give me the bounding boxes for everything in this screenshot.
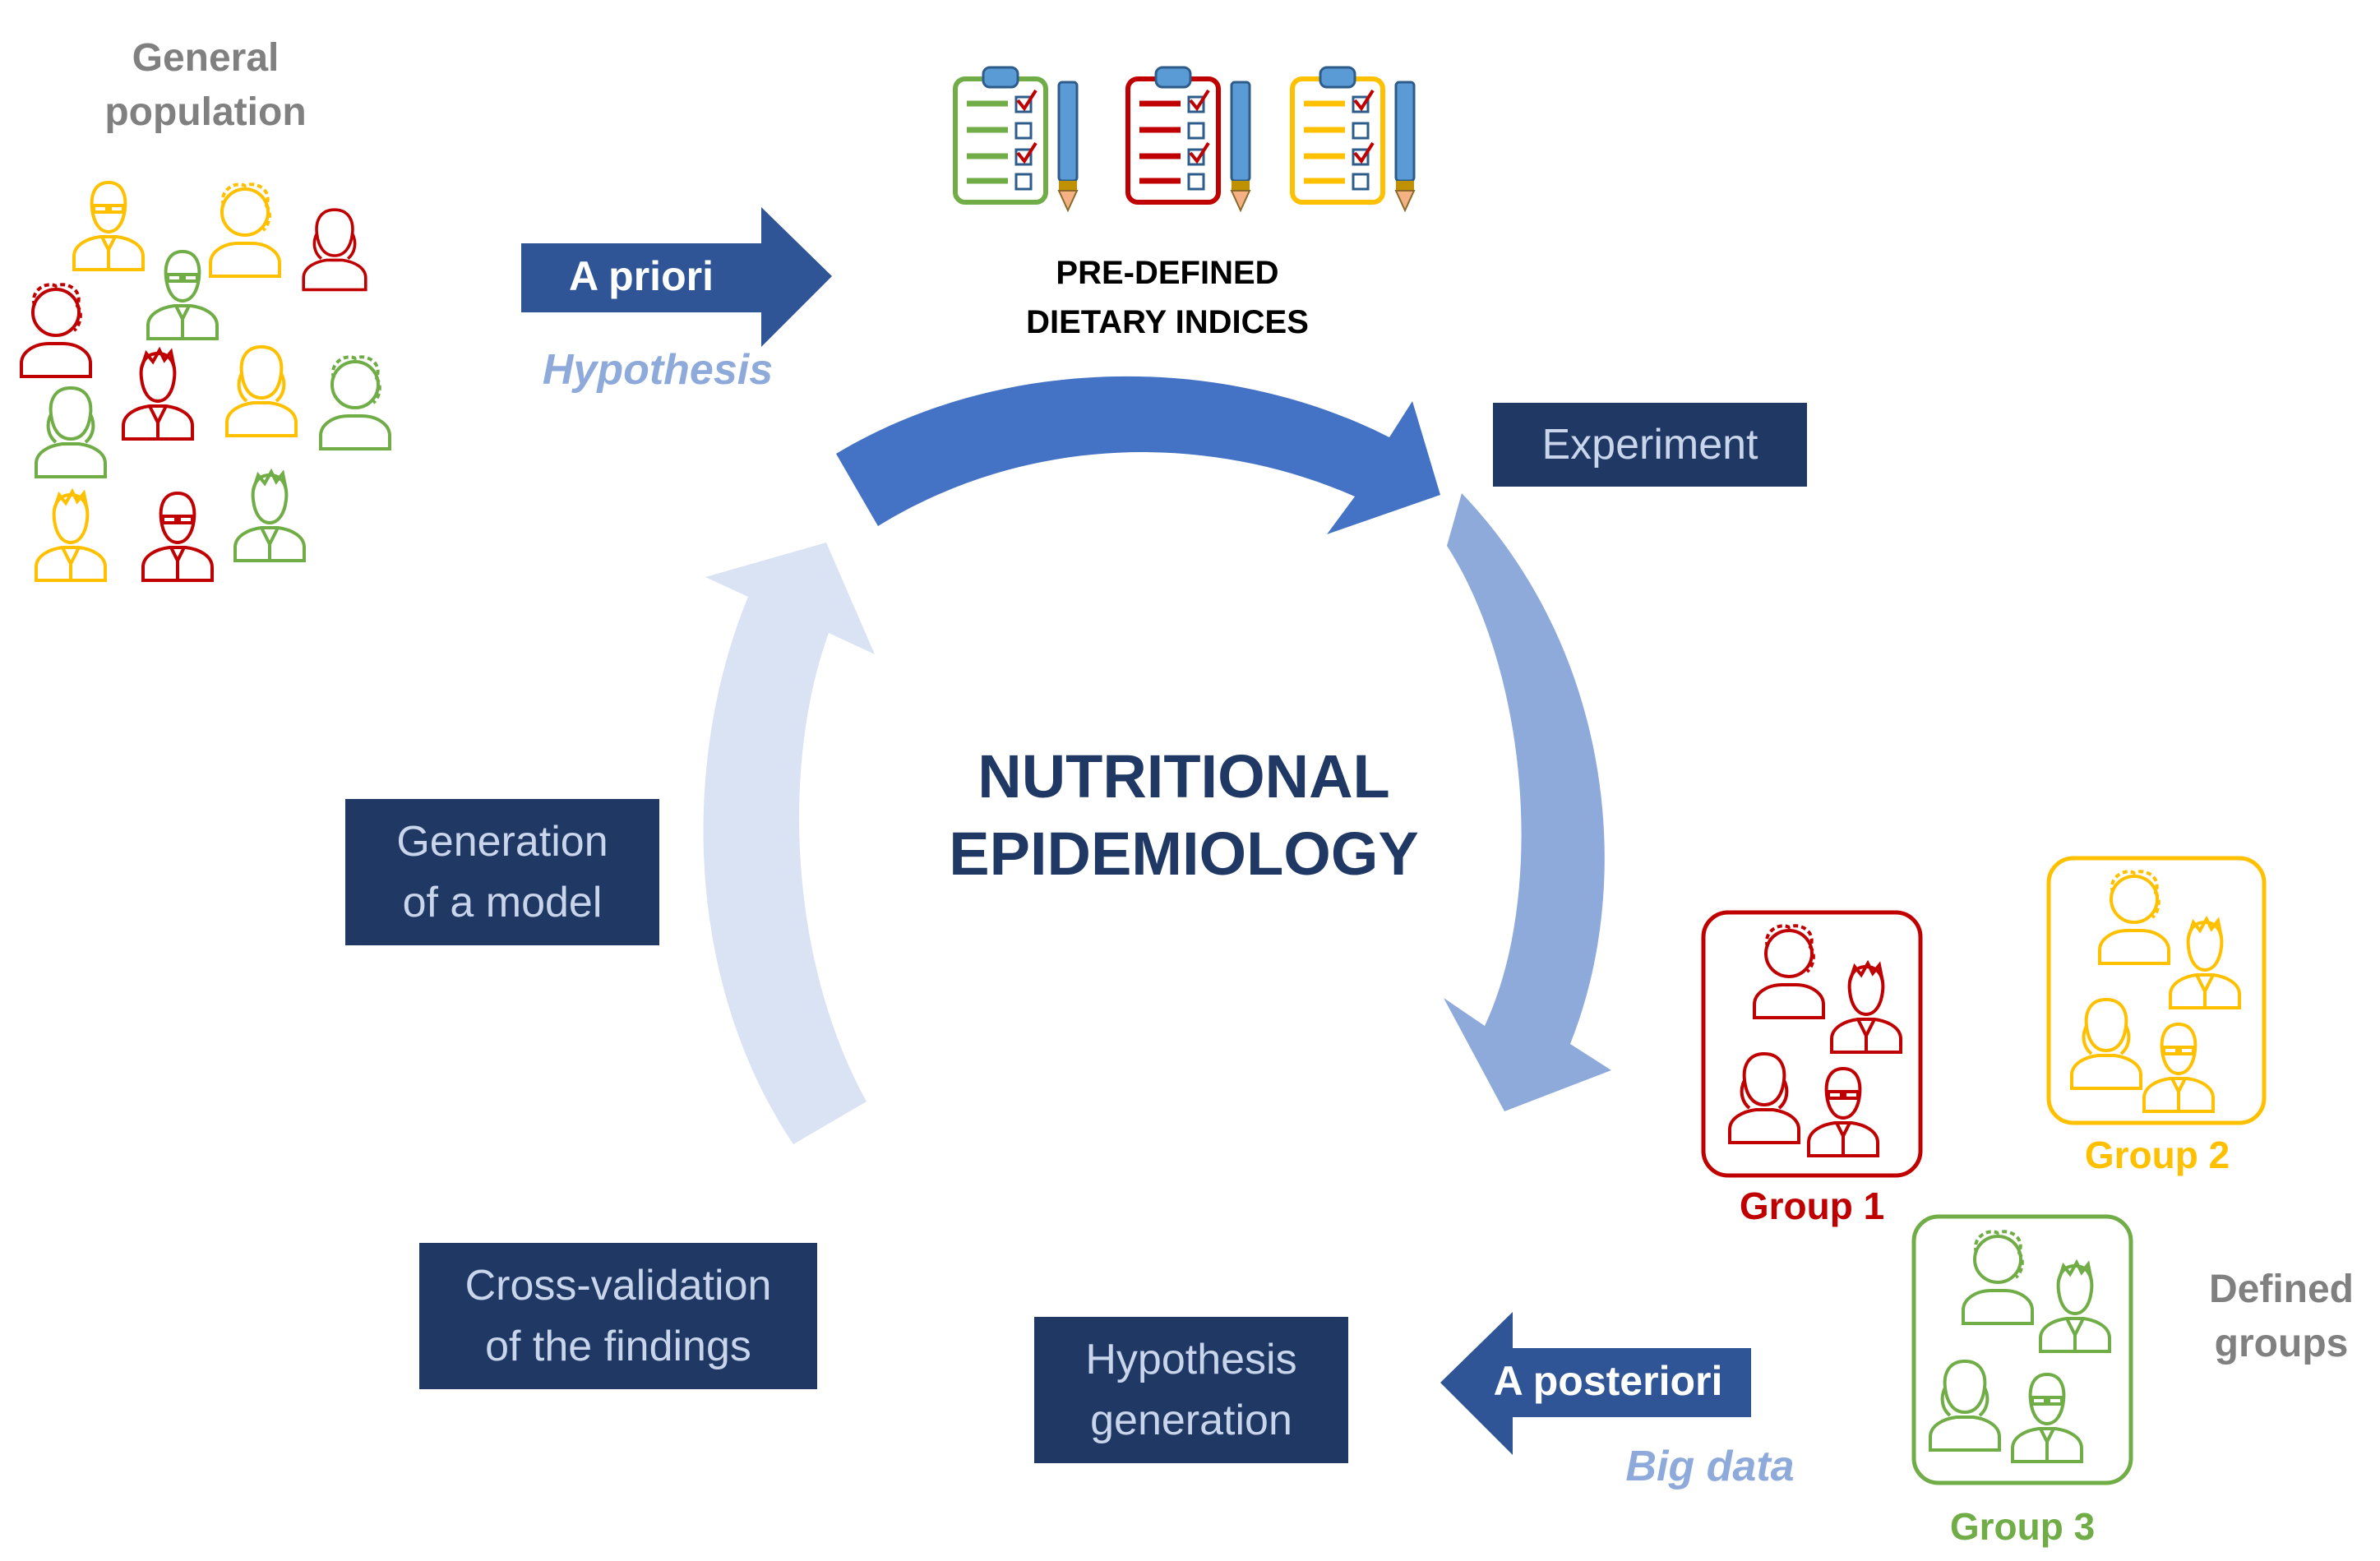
- group-2-label: Group 2: [2084, 1134, 2230, 1176]
- person-icon: [72, 181, 145, 271]
- person-icon: [233, 470, 306, 562]
- person-icon: [209, 182, 281, 278]
- person-icon: [225, 345, 298, 437]
- pencil-icon: [1230, 81, 1251, 212]
- person-icon: [35, 490, 107, 582]
- a-posteriori-label: A posteriori: [1493, 1358, 1723, 1404]
- group-2-box: [2046, 856, 2267, 1125]
- hypothesis-generation-box: Hypothesis generation: [1034, 1317, 1348, 1463]
- pencil-icon: [1057, 81, 1079, 212]
- pencil-icon: [1394, 81, 1416, 212]
- defined-groups-label: Defined groups: [2208, 1268, 2354, 1365]
- center-title: NUTRITIONAL EPIDEMIOLOGY: [949, 742, 1419, 888]
- group-1-label: Group 1: [1739, 1185, 1885, 1227]
- general-population-people: [20, 181, 391, 582]
- a-posteriori-arrow: [1440, 1312, 1751, 1455]
- person-icon: [146, 250, 219, 340]
- cycle-arrow-right: [1444, 493, 1611, 1111]
- general-population-label: General population: [104, 36, 307, 134]
- person-icon: [35, 386, 107, 478]
- big-data-label: Big data: [1625, 1443, 1795, 1490]
- a-priori-arrow: [521, 207, 832, 347]
- cycle-arrow-top: [836, 376, 1440, 534]
- predefined-indices-label: PRE-DEFINED DIETARY INDICES: [1026, 255, 1309, 340]
- cycle-arrow-left: [703, 543, 875, 1144]
- person-icon: [141, 492, 214, 582]
- clipboard-red-icon: [1128, 67, 1218, 202]
- person-icon: [122, 349, 194, 441]
- person-icon: [302, 208, 367, 292]
- clipboard-green-icon: [955, 67, 1046, 202]
- group-3-label: Group 3: [1949, 1505, 2096, 1548]
- person-icon: [319, 355, 391, 450]
- a-priori-label: A priori: [569, 253, 714, 299]
- person-icon: [20, 283, 92, 378]
- group-3-box: [1911, 1214, 2133, 1485]
- clipboard-yellow-icon: [1292, 67, 1383, 202]
- experiment-box: Experiment: [1493, 403, 1807, 487]
- cross-validation-box: Cross-validation of the findings: [419, 1243, 817, 1389]
- group-1-box: [1701, 910, 1923, 1178]
- hypothesis-label: Hypothesis: [542, 346, 774, 394]
- generation-model-box: Generation of a model: [345, 799, 659, 945]
